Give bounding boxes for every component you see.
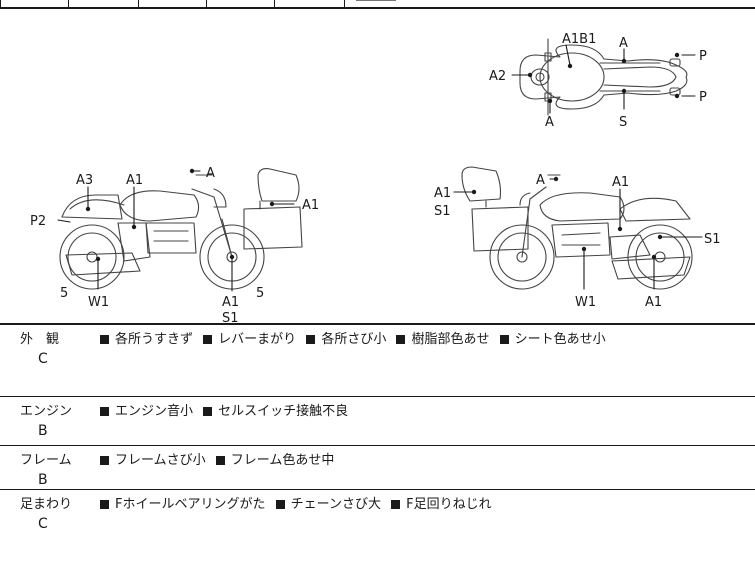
- bullet-square-icon: [203, 406, 213, 416]
- bullet-square-icon: [499, 334, 509, 344]
- label-left-a1-tank: A1: [126, 173, 143, 188]
- label-right-a1-tank: A1: [612, 175, 629, 190]
- condition-item: Fホイールベアリングがた: [100, 497, 265, 512]
- bullet-square-icon: [391, 499, 401, 509]
- grade-value: B: [38, 423, 48, 439]
- label-left-a-handle: A: [206, 166, 215, 181]
- label-left-p2: P2: [30, 214, 46, 229]
- header-row-remnant: [0, 0, 755, 9]
- condition-item: チェーンさび大: [275, 497, 381, 512]
- label-left-w1: W1: [88, 295, 109, 310]
- label-top-p1: P: [699, 49, 707, 64]
- condition-row-frame: フレーム B フレームさび小 フレーム色あせ中: [0, 446, 755, 490]
- category-label: 外 観 C: [20, 332, 60, 367]
- header-cell: [206, 0, 207, 7]
- bullet-square-icon: [275, 499, 285, 509]
- motorcycle-diagram: A1B1 A A2 P P A S A3 A1 A A1 P2 5 W1 A1 …: [30, 32, 721, 323]
- condition-row-engine: エンジン B エンジン音小 セルスイッチ接触不良: [0, 397, 755, 446]
- label-right-s1-case: S1: [434, 204, 451, 219]
- bullet-square-icon: [100, 499, 109, 509]
- header-cell: [344, 0, 345, 7]
- condition-item: F足回りねじれ: [391, 497, 492, 512]
- bullet-square-icon: [203, 334, 213, 344]
- label-right-a1-case: A1: [434, 186, 451, 201]
- condition-item: 各所うすきず: [100, 332, 193, 347]
- header-cell: [274, 0, 275, 7]
- label-left-5-right: 5: [256, 286, 264, 301]
- grade-value: B: [38, 472, 48, 488]
- label-top-a2: A2: [489, 69, 506, 84]
- bullet-square-icon: [215, 455, 225, 465]
- bullet-square-icon: [100, 334, 109, 344]
- category-label: フレーム B: [20, 453, 72, 488]
- damage-diagram: A1B1 A A2 P P A S A3 A1 A A1 P2 5 W1 A1 …: [0, 9, 755, 325]
- label-top-a-bottom: A: [545, 115, 554, 130]
- condition-row-exterior: 外 観 C 各所うすきず レバーまがり 各所さび小 樹脂部色あせ シート色あせ小: [0, 325, 755, 397]
- label-left-a1-case: A1: [302, 198, 319, 213]
- category-label: エンジン B: [20, 404, 73, 439]
- grade-value: C: [38, 351, 48, 367]
- header-cell: [68, 0, 69, 7]
- label-right-a1-wheel: A1: [645, 295, 662, 310]
- condition-items: 各所うすきず レバーまがり 各所さび小 樹脂部色あせ シート色あせ小: [100, 331, 612, 348]
- top-view-motorcycle: [519, 38, 688, 116]
- header-cell: [0, 0, 1, 7]
- category-label: 足まわり C: [20, 497, 73, 532]
- label-top-p2: P: [699, 90, 707, 105]
- condition-item: レバーまがり: [203, 332, 296, 347]
- condition-item: シート色あせ小: [499, 332, 606, 347]
- left-side-motorcycle: [59, 168, 303, 290]
- condition-item: エンジン音小: [100, 404, 193, 419]
- label-right-s1-rear: S1: [704, 232, 721, 247]
- bullet-square-icon: [396, 334, 406, 344]
- label-right-w1: W1: [575, 295, 596, 310]
- label-left-5: 5: [60, 286, 68, 301]
- label-left-a3: A3: [76, 173, 93, 188]
- bullet-square-icon: [100, 455, 109, 465]
- condition-row-suspension: 足まわり C Fホイールベアリングがた チェーンさび大 F足回りねじれ: [0, 490, 755, 561]
- condition-item: 各所さび小: [306, 332, 386, 347]
- condition-item: フレームさび小: [100, 453, 206, 468]
- bullet-square-icon: [100, 406, 109, 416]
- header-cell: [138, 0, 139, 7]
- condition-item: フレーム色あせ中: [215, 453, 334, 468]
- label-top-a: A: [619, 36, 628, 51]
- label-left-s1-front: S1: [222, 311, 239, 323]
- grade-value: C: [38, 516, 48, 532]
- condition-items: フレームさび小 フレーム色あせ中: [100, 452, 340, 469]
- condition-item: セルスイッチ接触不良: [203, 404, 348, 419]
- condition-item: 樹脂部色あせ: [396, 332, 489, 347]
- condition-items: Fホイールベアリングがた チェーンさび大 F足回りねじれ: [100, 496, 498, 513]
- header-fragment: [356, 0, 396, 1]
- label-right-a-handle: A: [536, 173, 545, 188]
- label-top-s: S: [619, 115, 627, 130]
- label-top-a1b1: A1B1: [562, 32, 596, 47]
- label-left-a1-front: A1: [222, 295, 239, 310]
- condition-items: エンジン音小 セルスイッチ接触不良: [100, 403, 354, 420]
- bullet-square-icon: [306, 334, 316, 344]
- right-side-motorcycle: [461, 166, 693, 290]
